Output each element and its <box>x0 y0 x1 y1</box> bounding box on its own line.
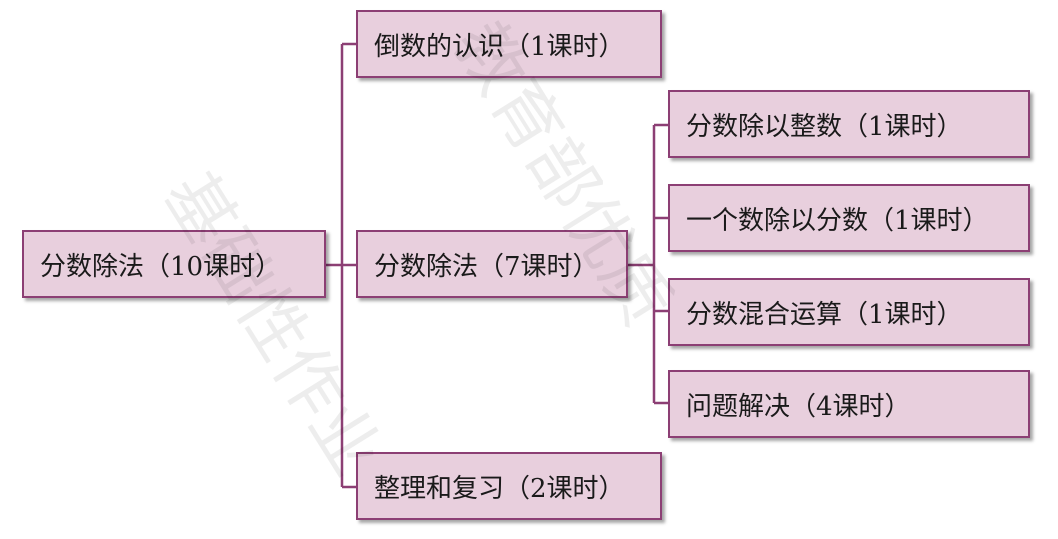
node-mixed-operations: 分数混合运算（1课时） <box>668 278 1030 346</box>
node-fraction-div-integer: 分数除以整数（1课时） <box>668 90 1030 158</box>
node-number-div-fraction: 一个数除以分数（1课时） <box>668 184 1030 252</box>
node-problem-solving: 问题解决（4课时） <box>668 370 1030 438</box>
root-node: 分数除法（10课时） <box>22 230 326 298</box>
node-review: 整理和复习（2课时） <box>356 452 662 520</box>
node-fraction-division: 分数除法（7课时） <box>356 230 628 298</box>
node-reciprocal: 倒数的认识（1课时） <box>356 10 662 78</box>
